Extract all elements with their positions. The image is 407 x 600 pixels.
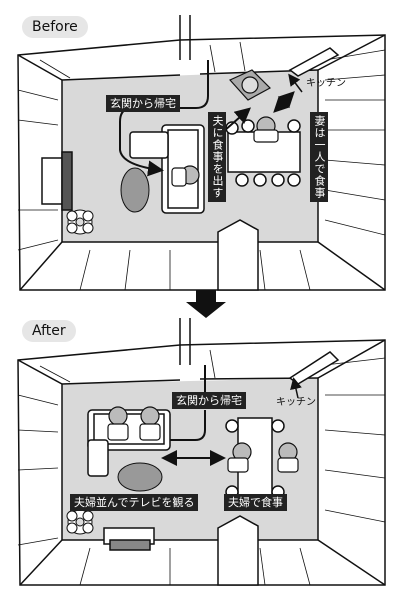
before-plant (66, 209, 94, 235)
before-serve-label: 夫に食事を出す (208, 112, 226, 202)
after-dining-wife (277, 442, 299, 473)
before-wife (253, 116, 279, 143)
after-room (17, 318, 386, 586)
before-entrance-label: 玄関から帰宅 (106, 95, 180, 112)
after-kitchen-label: キッチン (276, 397, 316, 408)
before-husband (171, 165, 200, 187)
after-kitchen-arrow (290, 377, 302, 399)
after-heading: After (22, 320, 76, 342)
down-arrow (186, 290, 226, 318)
after-tv-label: 夫婦並んでテレビを観る (70, 494, 199, 511)
before-tv (41, 151, 73, 211)
after-meal-label: 夫婦で食事 (224, 494, 287, 511)
after-entrance-label: 玄関から帰宅 (172, 392, 246, 409)
after-rug (117, 462, 163, 492)
before-alone-label: 妻は一人で食事 (310, 112, 328, 202)
before-kitchen-door-arrow (288, 73, 303, 93)
after-tv (103, 527, 155, 551)
before-kitchen-label: キッチン (306, 78, 346, 89)
after-dining-husband (227, 442, 252, 473)
before-kitchen-person (229, 69, 271, 101)
before-kitchen-arrow (273, 91, 295, 113)
after-entrance-curve (170, 410, 206, 441)
after-husband (107, 406, 129, 441)
after-plant (66, 509, 94, 535)
before-rug (120, 167, 150, 213)
before-heading: Before (22, 16, 88, 38)
after-wife (139, 406, 161, 441)
